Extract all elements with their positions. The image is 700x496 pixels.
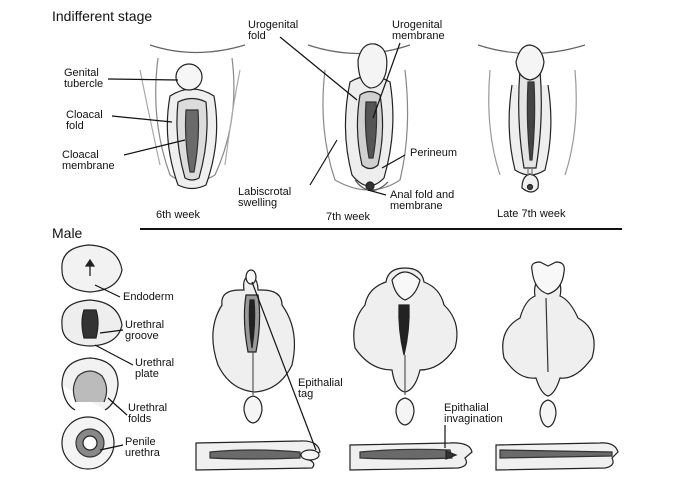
sagittal-section-1 — [195, 440, 321, 471]
label-cloacal-membrane: Cloacal membrane — [62, 149, 115, 172]
label-endoderm: Endoderm — [123, 291, 174, 303]
glans-late-7wk — [515, 44, 545, 81]
caption-6th-week: 6th week — [156, 209, 201, 221]
heading-indifferent-stage: Indifferent stage — [52, 8, 153, 24]
label-urethral-groove: Urethral groove — [125, 319, 165, 342]
label-perineum: Perineum — [410, 147, 458, 159]
sagittal-section-3 — [495, 442, 619, 471]
label-epithelial-tag: Epithalial tag — [298, 377, 343, 400]
genital-tubercle-6wk — [175, 63, 203, 91]
embryo-late-7th-week — [477, 44, 586, 193]
label-genital-tubercle: Genital tubercle — [64, 67, 104, 90]
caption-late-7th-week: Late 7th week — [497, 208, 566, 220]
leader-lines — [94, 36, 446, 451]
label-penile-urethra: Penile urethra — [125, 436, 160, 459]
label-urogenital-membrane: Urogenital membrane — [392, 19, 445, 42]
heading-male: Male — [52, 225, 83, 241]
cross-section-urethral-groove — [61, 299, 123, 347]
label-urogenital-fold: Urogenital fold — [248, 19, 299, 42]
embryo-7th-week — [307, 43, 411, 192]
label-cloacal-fold: Cloacal fold — [66, 109, 103, 132]
caption-7th-week: 7th week — [326, 211, 371, 223]
genital-tubercle-7wk — [357, 43, 388, 89]
anal-membrane-late-7wk — [521, 173, 539, 193]
label-urethral-folds: Urethral folds — [128, 402, 168, 425]
cross-section-urethral-folds — [61, 357, 119, 411]
male-frontal-mid — [353, 267, 458, 426]
anal-membrane-7wk — [365, 181, 375, 191]
male-frontal-early — [212, 269, 296, 424]
label-anal-fold-membrane: Anal fold and membrane — [390, 189, 455, 212]
sagittal-section-2 — [349, 442, 473, 471]
label-epithelial-invagination: Epithalial invagination — [444, 402, 503, 425]
label-labioscrotal-swelling: Labiscrotal swelling — [238, 186, 292, 209]
label-urethral-plate: Urethral plate — [135, 357, 175, 380]
cross-section-penile-urethra — [61, 416, 115, 470]
male-frontal-late — [502, 261, 595, 428]
embryo-6th-week — [139, 44, 246, 190]
cross-section-endoderm — [61, 244, 123, 293]
